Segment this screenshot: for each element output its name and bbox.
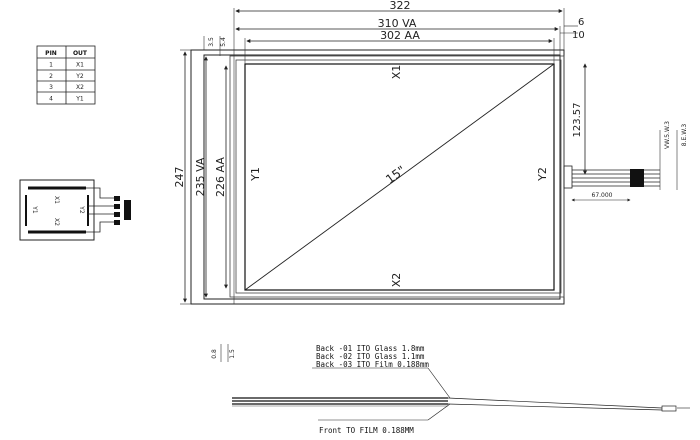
main-panel: 15" X1 X2 Y1 Y2	[190, 49, 565, 305]
pin-row-1-out: X1	[76, 62, 84, 69]
tail-label-b: 8.E.W.3	[681, 124, 688, 147]
diagonal-label: 15"	[383, 163, 408, 187]
dim-va-height: 235 VA	[194, 157, 207, 196]
dim-aa-height: 226 AA	[214, 157, 227, 197]
pin-row-4-pin: 4	[49, 96, 53, 103]
fpc-tail: 123.57 VW.5.W.3 8.E.W.3 67.000	[563, 63, 688, 202]
side-back-01: Back -01 ITO Glass 1.8mm	[316, 344, 425, 353]
mini-schematic: X1 Y1 Y2 X2	[19, 179, 131, 241]
svg-text:1.5: 1.5	[229, 349, 236, 359]
mini-label-x2: X2	[53, 218, 60, 226]
pin-row-3-pin: 3	[49, 84, 53, 91]
side-view: 0.8 1.5 Back -01 ITO Glass 1.8mm Back -0…	[211, 344, 690, 435]
dim-tail-offset: 123.57	[572, 103, 583, 138]
dim-overall-height: 247	[173, 167, 186, 188]
pin-table: PIN OUT 1 X1 2 Y2 3 X2 4 Y1	[36, 45, 96, 105]
pin-row-4-out: Y1	[75, 96, 84, 103]
dim-va-width: 310 VA	[378, 17, 417, 30]
left-dimensions: 247 235 VA 226 AA	[173, 49, 228, 305]
tail-label-a: VW.5.W.3	[664, 121, 671, 149]
pin-header-pin: PIN	[45, 50, 57, 57]
mini-label-y1: Y1	[31, 205, 38, 214]
svg-text:0.8: 0.8	[211, 349, 218, 359]
dim-right-6: 6	[578, 17, 584, 28]
dim-overall-width: 322	[390, 0, 411, 12]
side-front: Front TO FILM 0.188MM	[319, 426, 414, 435]
diagonal-line	[244, 63, 555, 291]
side-back-02: Back -02 ITO Glass 1.1mm	[316, 352, 425, 361]
pin-row-3-out: X2	[76, 84, 84, 91]
pin-row-2-pin: 2	[49, 73, 53, 80]
dim-aa-width: 302 AA	[380, 29, 420, 42]
dim-right-10: 10	[572, 30, 585, 41]
svg-text:3.5: 3.5	[208, 37, 215, 47]
top-dimensions: 322 310 VA 302 AA 6 10 3.5 5.4	[203, 0, 585, 304]
mini-label-x1: X1	[53, 196, 60, 204]
svg-text:5.4: 5.4	[220, 37, 227, 47]
electrode-y1-label: Y1	[249, 167, 262, 182]
pin-row-2-out: Y2	[75, 73, 84, 80]
side-back-03: Back -03 ITO Film 0.188mm	[316, 360, 429, 369]
electrode-y2-label: Y2	[536, 167, 549, 182]
pin-header-out: OUT	[73, 50, 88, 57]
mini-label-y2: Y2	[78, 205, 85, 214]
tail-label-c: 67.000	[592, 192, 613, 199]
pin-row-1-pin: 1	[49, 62, 53, 69]
electrode-x1-label: X1	[390, 65, 403, 80]
electrode-x2-label: X2	[390, 273, 403, 288]
